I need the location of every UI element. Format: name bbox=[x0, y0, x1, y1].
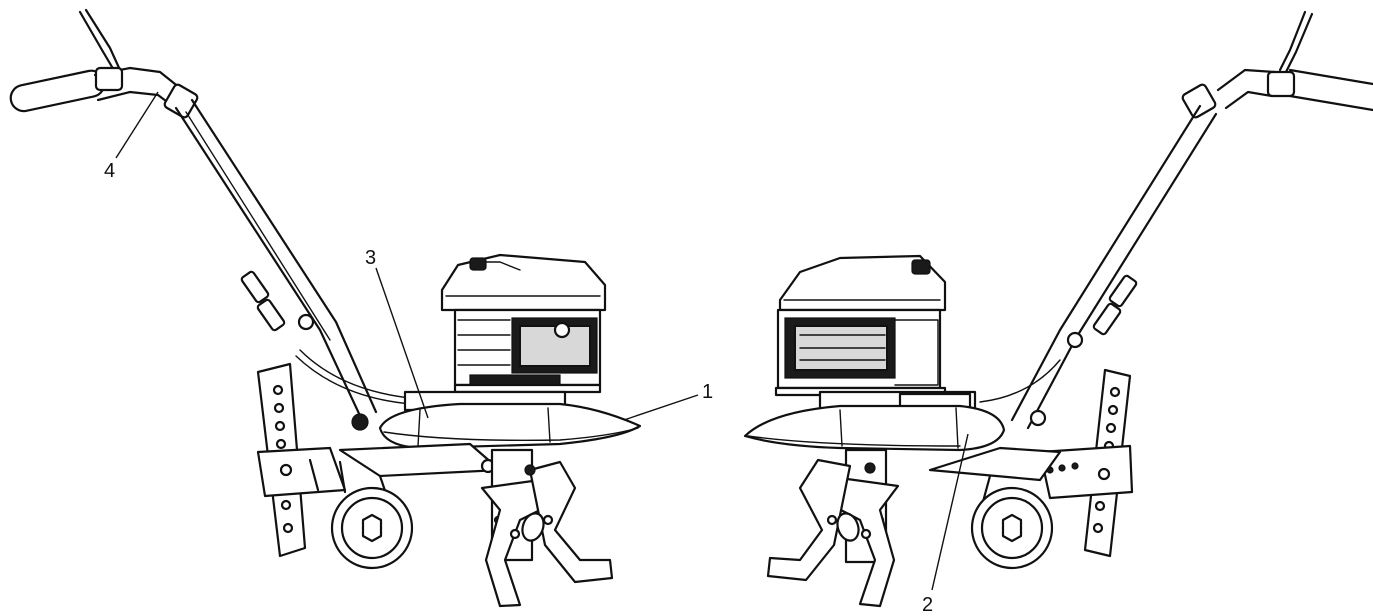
right-tines bbox=[766, 448, 900, 608]
left-tines bbox=[480, 448, 614, 608]
left-engine bbox=[440, 253, 607, 394]
right-wheel bbox=[970, 486, 1054, 570]
callout-label-3: 3 bbox=[365, 247, 376, 269]
callout-2: 2 bbox=[922, 433, 969, 616]
leader-line-1 bbox=[623, 394, 699, 421]
callout-label-2: 2 bbox=[922, 594, 933, 616]
right-handle-grip bbox=[1181, 10, 1373, 119]
left-wheel bbox=[330, 486, 414, 570]
right-depth-stake bbox=[1038, 368, 1134, 558]
left-handlebar bbox=[174, 98, 413, 431]
left-tine-shield bbox=[378, 390, 642, 450]
leader-line-3 bbox=[375, 267, 429, 419]
left-tiller bbox=[9, 8, 642, 608]
left-depth-stake bbox=[256, 362, 347, 558]
right-engine bbox=[774, 254, 947, 397]
leader-line-2 bbox=[931, 433, 969, 591]
callout-3: 3 bbox=[365, 247, 429, 419]
right-tine-shield bbox=[743, 390, 1006, 452]
callout-4: 4 bbox=[104, 91, 159, 182]
left-frame bbox=[338, 442, 502, 522]
callout-label-1: 1 bbox=[702, 381, 713, 403]
leader-line-4 bbox=[115, 91, 159, 159]
callout-label-4: 4 bbox=[104, 160, 115, 182]
left-handle-grip bbox=[9, 8, 199, 119]
right-handlebar bbox=[979, 104, 1218, 430]
callout-1: 1 bbox=[623, 381, 713, 421]
right-tiller bbox=[743, 10, 1373, 608]
